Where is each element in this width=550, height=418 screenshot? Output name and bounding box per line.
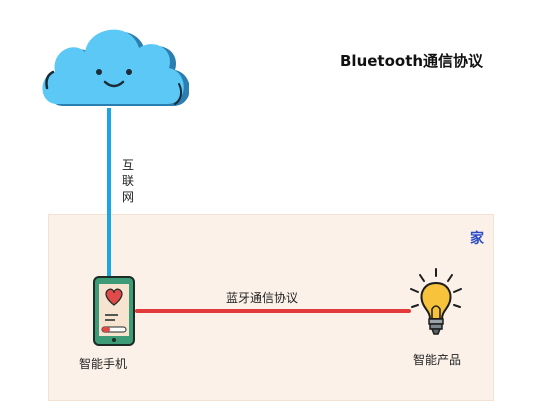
smart-product-label: 智能产品 [413,353,462,367]
light-bulb-icon [410,268,462,335]
internet-connection-line [107,108,111,283]
smiling-cloud-icon [42,29,189,106]
smartphone-heart-icon [93,276,135,346]
bluetooth-label: 蓝牙通信协议 [226,291,299,305]
diagram-title: Bluetooth通信协议 [340,52,484,70]
bluetooth-connection-line [135,309,411,313]
internet-label: 互联网 [121,158,134,204]
smartphone-label: 智能手机 [79,357,128,371]
home-label: 家 [470,231,484,247]
